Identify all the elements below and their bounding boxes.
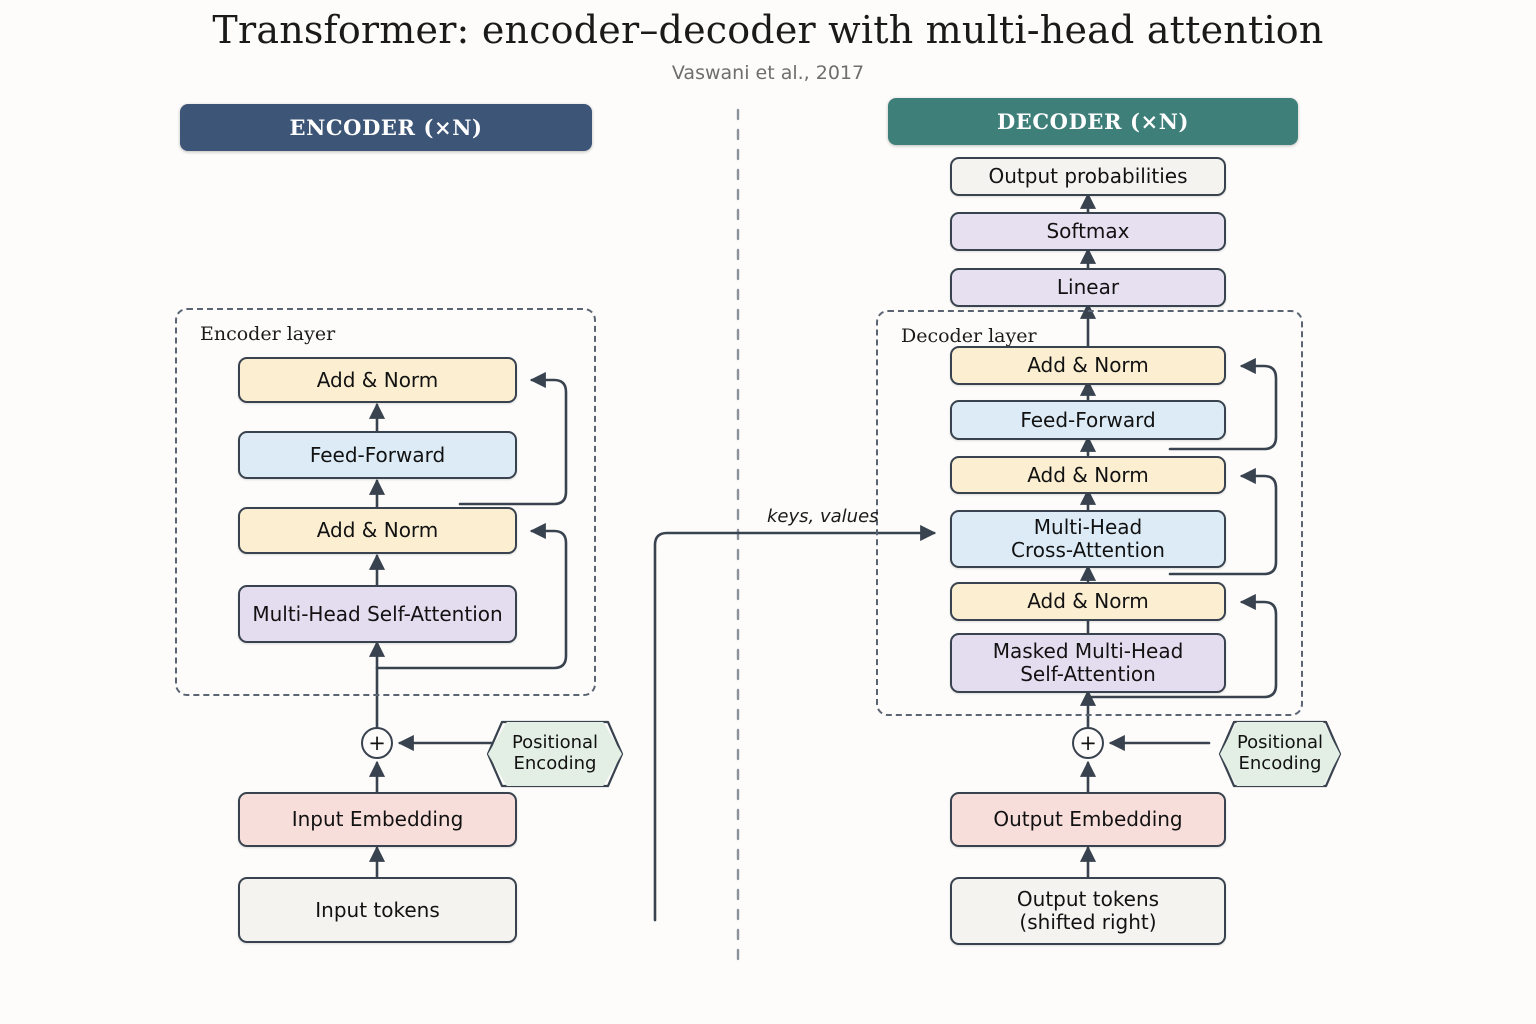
decoder-linear: Linear (950, 268, 1226, 307)
decoder-add-norm-1: Add & Norm (950, 582, 1226, 621)
decoder-layer-container (876, 310, 1303, 716)
encoder-add-plus-icon: + (361, 727, 393, 759)
decoder-softmax: Softmax (950, 212, 1226, 251)
page-subtitle: Vaswani et al., 2017 (671, 62, 865, 84)
encoder-self-attention: Multi-Head Self-Attention (238, 585, 517, 643)
decoder-layer-caption: Decoder layer (897, 325, 1041, 347)
encoder-input-embedding: Input Embedding (238, 792, 517, 847)
encoder-add-norm-2: Add & Norm (238, 357, 517, 403)
decoder-banner: DECODER (×N) (888, 98, 1298, 145)
keys-values-label: keys, values (767, 506, 879, 527)
encoder-feed-forward: Feed-Forward (238, 431, 517, 479)
decoder-feed-forward: Feed-Forward (950, 400, 1226, 440)
encoder-positional-encoding-label: Positional Encoding (511, 732, 599, 774)
page-title: Transformer: encoder–decoder with multi-… (212, 8, 1324, 52)
decoder-positional-encoding: Positional Encoding (1220, 722, 1340, 786)
decoder-cross-attention: Multi-Head Cross-Attention (950, 510, 1226, 568)
decoder-output-tokens-label: Output tokens (shifted right) (1016, 887, 1160, 934)
decoder-output-tokens: Output tokens (shifted right) (950, 877, 1226, 945)
decoder-add-norm-2: Add & Norm (950, 456, 1226, 494)
decoder-masked-self-attention: Masked Multi-Head Self-Attention (950, 633, 1226, 693)
encoder-positional-encoding: Positional Encoding (488, 722, 622, 786)
decoder-positional-encoding-label: Positional Encoding (1236, 732, 1324, 774)
decoder-cross-attention-label: Multi-Head Cross-Attention (1011, 515, 1165, 562)
encoder-layer-container (175, 308, 596, 696)
decoder-output-probabilities: Output probabilities (950, 157, 1226, 196)
decoder-add-plus-icon: + (1072, 727, 1104, 759)
decoder-masked-self-attention-label: Masked Multi-Head Self-Attention (992, 639, 1184, 686)
decoder-add-norm-3: Add & Norm (950, 346, 1226, 385)
decoder-output-embedding: Output Embedding (950, 792, 1226, 847)
encoder-input-tokens: Input tokens (238, 877, 517, 943)
encoder-layer-caption: Encoder layer (196, 323, 340, 345)
encoder-banner: ENCODER (×N) (180, 104, 592, 151)
encoder-add-norm-1: Add & Norm (238, 507, 517, 554)
